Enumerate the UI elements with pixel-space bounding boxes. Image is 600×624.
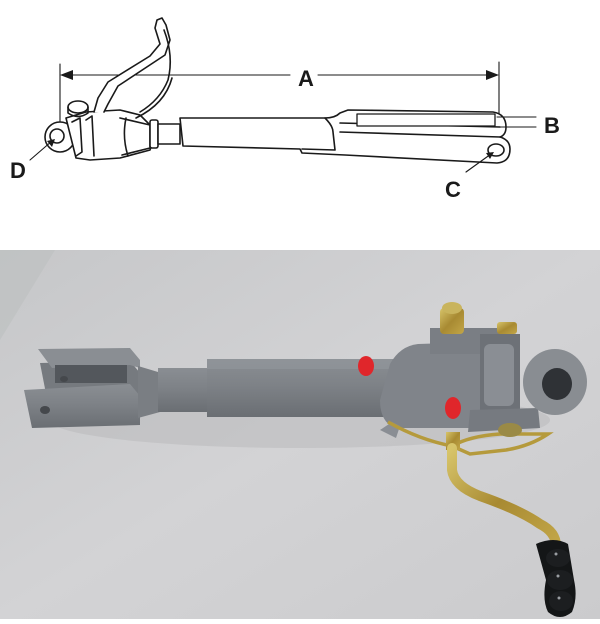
dimension-diagram: A B C D [0, 0, 600, 250]
ball-eye [523, 349, 587, 415]
pointer-c-icon [486, 152, 494, 159]
lift-rod-photo [0, 250, 600, 619]
pointer-d-icon [47, 139, 55, 147]
inner-tube [158, 368, 210, 412]
label-c: C [445, 177, 461, 202]
label-a: A [298, 66, 314, 91]
red-cap-2 [445, 397, 461, 419]
tool-line-drawing: A B C D [10, 17, 560, 202]
fork-end [24, 348, 160, 428]
label-b: B [544, 113, 560, 138]
crank-handle [447, 443, 561, 551]
product-photo [0, 250, 600, 619]
label-d: D [10, 158, 26, 183]
spring-pin-wire [387, 420, 554, 456]
arrowhead-right-icon [486, 70, 499, 80]
red-cap-1 [358, 356, 374, 376]
rubber-grip [536, 540, 576, 617]
washer [498, 423, 522, 437]
top-bolts [440, 302, 517, 334]
arrowhead-left-icon [60, 70, 73, 80]
